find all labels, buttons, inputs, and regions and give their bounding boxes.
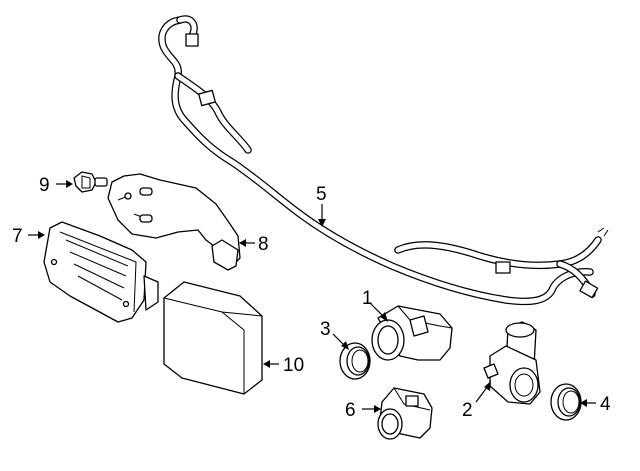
callout-labels: 1 2 3 4 5 6 7 8 9 10 (12, 175, 611, 421)
parking-sensor-icon (371, 305, 453, 361)
mounting-bracket-icon (107, 173, 241, 271)
callout-9: 9 (39, 175, 50, 196)
callout-1: 1 (362, 288, 373, 309)
harness-connector-icon (495, 261, 511, 274)
parking-sensor-icon (377, 387, 433, 440)
callout-4: 4 (600, 394, 611, 415)
callout-7: 7 (12, 226, 23, 247)
callout-2: 2 (462, 400, 473, 421)
wiring-harness (158, 15, 609, 306)
foam-cover-icon (163, 281, 263, 395)
parking-sensor-icon (483, 321, 541, 405)
harness-connector-icon (198, 89, 216, 107)
leader-lines (28, 180, 596, 413)
callout-5: 5 (316, 184, 327, 205)
sensor-retainer-ring-icon (550, 383, 582, 421)
harness-connector-icon (185, 33, 199, 47)
control-module-icon (43, 221, 159, 323)
harness-connector-icon (579, 280, 599, 299)
callout-10: 10 (283, 355, 304, 376)
bolt-icon (73, 171, 108, 193)
callout-8: 8 (258, 234, 269, 255)
callout-6: 6 (345, 400, 356, 421)
callout-3: 3 (320, 319, 331, 340)
sensor-retainer-ring-icon (339, 342, 371, 380)
